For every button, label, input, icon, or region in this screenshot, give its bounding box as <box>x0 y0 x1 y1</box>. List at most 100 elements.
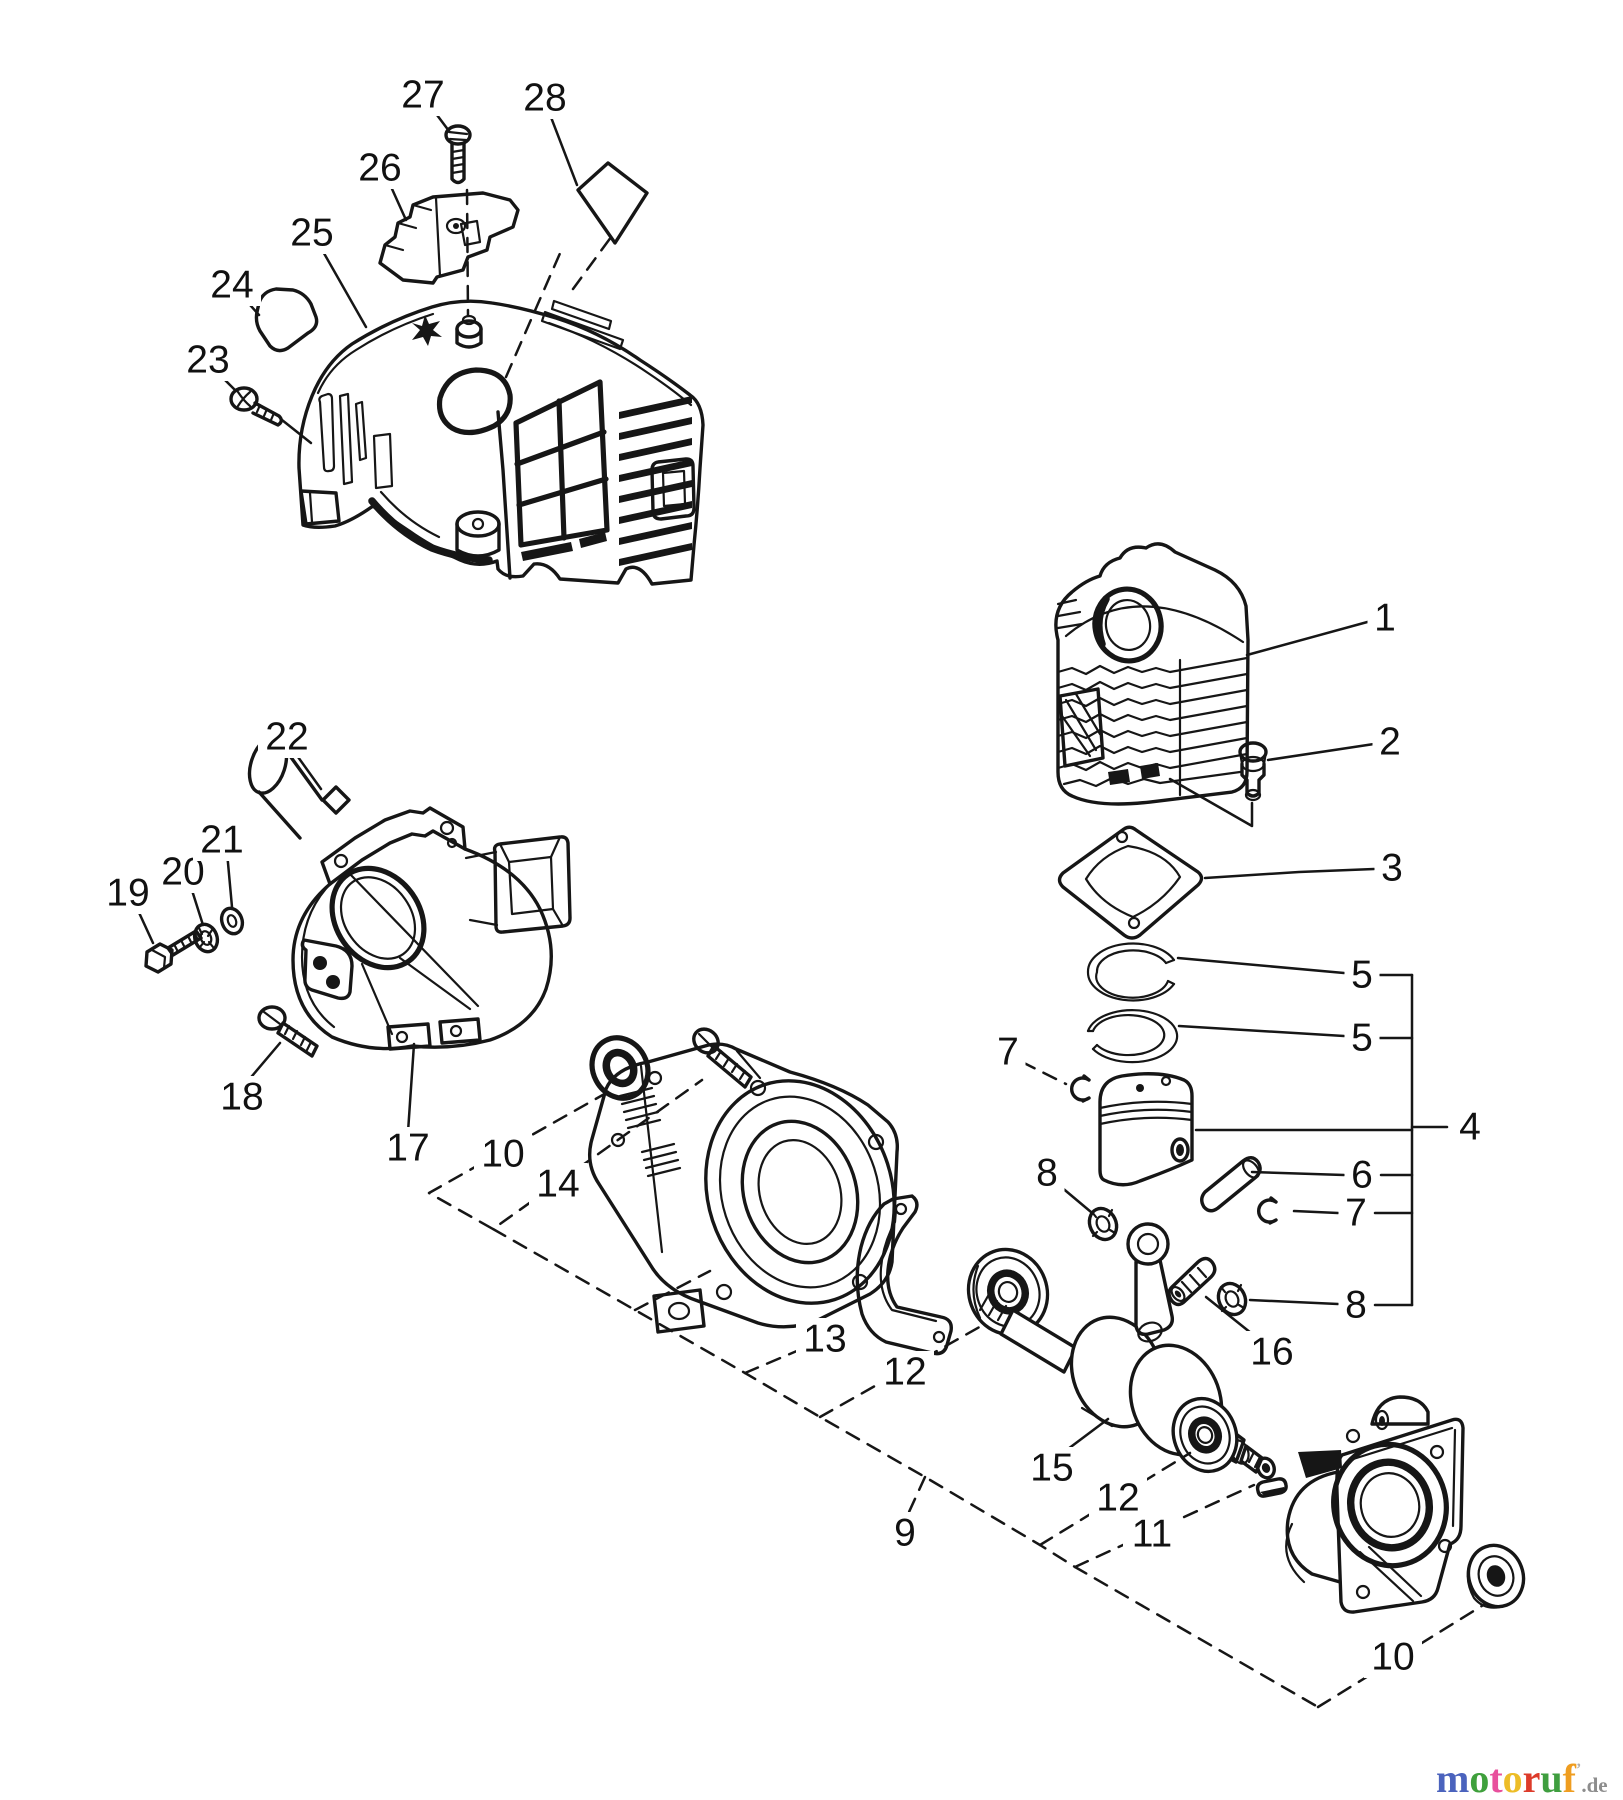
part-oil-seal-10-right-shape <box>1466 1554 1502 1609</box>
callout-2-1: 2 <box>1379 721 1401 764</box>
part-crankshaft-15-shape <box>1239 1444 1264 1474</box>
cover-grille-slats-shape <box>619 543 692 566</box>
part-fan-housing-17-shape <box>346 870 480 1036</box>
part-decal-24 <box>254 287 319 353</box>
part-washer-21-shape <box>219 906 245 936</box>
part-bolt-19-shape <box>166 929 203 957</box>
callout-27-31: 27 <box>401 74 444 117</box>
housing-outlet-duct-shape <box>492 835 572 934</box>
part-bolt-27-shape <box>447 130 469 142</box>
housing-side-bracket <box>300 938 354 1001</box>
leader-2 <box>1266 742 1376 762</box>
callout-backer-17-21 <box>379 1127 437 1169</box>
callout-19-23: 19 <box>106 872 149 915</box>
callout-backer-4-5 <box>1452 1106 1488 1148</box>
part-gasket-12-shape <box>855 1194 953 1356</box>
part-air-filter-cover-26-shape <box>453 223 459 229</box>
part-piston-pin-6-shape <box>1200 1156 1262 1213</box>
part-woodruff-key-11 <box>1255 1477 1288 1498</box>
leader-28 <box>547 110 579 187</box>
leader-6 <box>1250 1170 1346 1177</box>
callout-backer-6-6 <box>1344 1154 1380 1196</box>
watermark-letter-f: f <box>1562 1756 1576 1800</box>
part-lock-washer-20-shape <box>197 926 215 949</box>
part-crankcase-right-9-shape <box>1355 1584 1371 1600</box>
part-bearing-12-left-shape <box>972 1264 982 1320</box>
callout-backer-11-19 <box>1123 1513 1181 1555</box>
part-engine-cover-25-shape <box>650 457 696 521</box>
watermark-letter-t: t <box>1489 1756 1503 1800</box>
watermark-logo: motoruf’.de <box>1436 1748 1616 1800</box>
part-piston-pin-6 <box>1200 1156 1262 1213</box>
cover-bottom-knob-shape <box>471 517 485 531</box>
part-washer-8-left-shape <box>1090 1208 1117 1238</box>
part-crankcase-right-9-shape <box>1345 1428 1361 1444</box>
callout-7-7: 7 <box>1345 1192 1367 1235</box>
part-needle-bearing-16-shape <box>1170 1285 1186 1303</box>
watermark-tm-mark: ’ <box>1576 1761 1582 1778</box>
part-gasket-12-shape <box>932 1330 946 1344</box>
part-crankcase-right-9-shape <box>1346 1458 1434 1552</box>
part-fan-housing-17-shape <box>291 847 553 1051</box>
part-crankcase-right-9-shape <box>1370 1395 1430 1426</box>
part-crankcase-right-9-shape <box>1358 1545 1423 1603</box>
cylinder-fins-shape <box>1056 656 1249 676</box>
part-washer-21-shape <box>226 914 238 928</box>
leader-13 <box>743 1340 820 1375</box>
part-air-filter-cover-26 <box>378 191 520 285</box>
part-crankshaft-15-shape <box>1136 1232 1160 1256</box>
part-air-filter-cover-26-shape <box>445 217 467 235</box>
part-crankshaft-15-shape <box>1126 1222 1170 1266</box>
part-fan-housing-17-shape <box>446 837 458 849</box>
callout-backer-15-17 <box>1023 1447 1081 1489</box>
part-bearing-12-right-shape <box>1179 1405 1231 1465</box>
callout-13-15: 13 <box>803 1318 846 1361</box>
leader-12-right <box>1038 1451 1192 1547</box>
cover-left-latches <box>299 392 394 526</box>
leader-28-align-a <box>504 249 563 379</box>
part-valve-2 <box>1238 741 1268 802</box>
callout-backer-8-8 <box>1338 1284 1374 1326</box>
leader-5-bottom <box>1177 1024 1346 1038</box>
part-screw-18-shape <box>276 1021 319 1058</box>
part-fan-housing-17-shape <box>320 806 467 886</box>
cover-grille-slats <box>619 396 692 566</box>
callout-8-8: 8 <box>1345 1284 1367 1327</box>
callout-26-30: 26 <box>358 147 401 190</box>
watermark-word: motoruf <box>1436 1756 1576 1800</box>
part-fan-housing-17-shape <box>329 865 427 971</box>
callout-backer-19-23 <box>99 872 157 914</box>
leader-axis-9 <box>491 1227 1320 1709</box>
cover-grille-window-shape <box>516 476 609 508</box>
part-bolt-27-shape <box>450 148 466 175</box>
leader-axis-crankcase <box>633 1269 712 1312</box>
part-screw-23-shape <box>236 390 252 408</box>
part-screw-23-shape <box>251 401 283 427</box>
part-crankcase-right-9-shape <box>1359 1472 1421 1538</box>
part-fan-housing-17-shape <box>333 853 349 869</box>
leader-23-locator <box>280 418 313 445</box>
callout-backer-22-26 <box>258 716 316 758</box>
part-engine-cover-25-shape <box>496 410 512 580</box>
cover-grille-slats-shape <box>619 480 692 503</box>
cylinder-fins-shape <box>1056 704 1249 724</box>
leader-27-axis <box>465 188 470 318</box>
part-needle-bearing-16-shape <box>1167 1256 1217 1307</box>
part-crankshaft-15-shape <box>1134 1258 1175 1337</box>
part-air-filter-cover-26-shape <box>434 196 442 278</box>
callout-24-28: 24 <box>210 264 253 307</box>
part-lock-washer-20 <box>192 922 220 954</box>
leader-21 <box>225 850 234 909</box>
part-crankcase-right-9-shape <box>1285 1470 1342 1584</box>
callout-backer-23-27 <box>179 339 237 381</box>
part-air-filter-cover-26-shape <box>383 203 433 252</box>
part-crankcase-right-9-shape <box>1379 1416 1385 1426</box>
part-washer-8-left-shape <box>1087 1206 1119 1242</box>
part-crankcase-13-shape <box>640 1142 682 1178</box>
part-engine-cover-25-shape <box>540 310 625 351</box>
part-crankcase-right-9-shape <box>1374 1409 1390 1431</box>
part-bolt-19 <box>144 929 203 974</box>
leader-9 <box>907 1475 927 1514</box>
cover-plug-grommet-shape <box>455 327 483 349</box>
